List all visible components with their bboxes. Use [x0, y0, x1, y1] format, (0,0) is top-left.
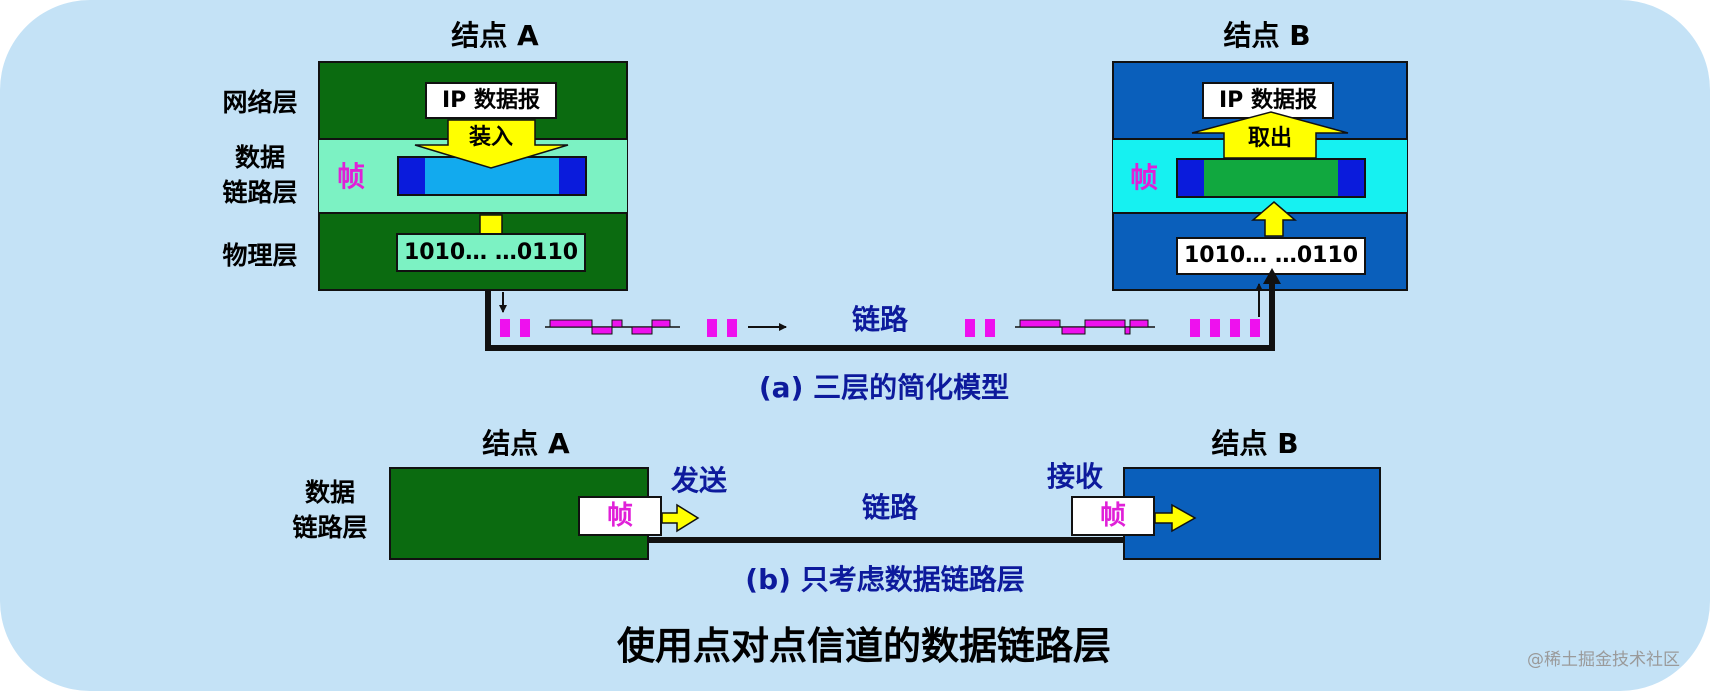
send-label: 发送	[671, 464, 728, 497]
node-a-bits: 1010… …0110	[396, 233, 586, 272]
waveform-left	[545, 319, 680, 335]
link-a-line	[485, 284, 1275, 351]
waveform-right	[1015, 319, 1155, 335]
node-a-ip-datagram: IP 数据报	[425, 82, 557, 119]
node-b-frame-b: 帧	[1071, 496, 1155, 536]
node-a-datalink-layer-label-1: 数据	[234, 143, 286, 172]
node-b-up-arrow	[1250, 201, 1298, 237]
take-out-label: 取出	[1247, 126, 1293, 151]
take-out-arrow	[1191, 111, 1349, 159]
receive-label: 接收	[1047, 460, 1104, 493]
node-a-title: 结点 A	[451, 19, 539, 52]
pulse	[707, 319, 717, 337]
pulse	[1230, 319, 1240, 337]
signal-pulses	[500, 319, 1260, 337]
node-a-network-layer-label: 网络层	[222, 88, 298, 117]
frame-trailer	[559, 158, 585, 194]
node-a-title-b: 结点 A	[482, 427, 570, 460]
pulse	[1190, 319, 1200, 337]
pulse	[727, 319, 737, 337]
node-a-physical-layer-label: 物理层	[222, 241, 298, 270]
link-b-label: 链路	[861, 491, 919, 524]
receive-arrow	[1154, 503, 1197, 533]
datalink-layer-label-b-2: 链路层	[292, 513, 368, 542]
node-b-title: 结点 B	[1223, 19, 1311, 52]
pulse	[965, 319, 975, 337]
caption-b: (b) 只考虑数据链路层	[745, 563, 1025, 596]
pulse	[1250, 319, 1260, 337]
datalink-layer-label-b-1: 数据	[304, 478, 356, 507]
load-in-arrow	[414, 119, 569, 169]
node-a-datalink-layer-label-2: 链路层	[222, 178, 298, 207]
footer-title: 使用点对点信道的数据链路层	[616, 624, 1112, 668]
frame-trailer	[1338, 160, 1364, 196]
link-a-end-arrowhead	[1263, 268, 1281, 284]
watermark: @稀土掘金技术社区	[1527, 650, 1680, 670]
frame-header	[1178, 160, 1204, 196]
pulse	[1210, 319, 1220, 337]
node-a-frame-label: 帧	[337, 160, 366, 193]
pulse	[520, 319, 530, 337]
link-a-label: 链路	[851, 303, 909, 336]
caption-a: (a) 三层的简化模型	[758, 371, 1010, 404]
send-arrow	[661, 503, 700, 533]
node-b-frame-label: 帧	[1130, 161, 1159, 194]
node-b-frame	[1176, 158, 1366, 198]
frame-header	[399, 158, 425, 194]
pulse	[985, 319, 995, 337]
node-b-title-b: 结点 B	[1211, 427, 1299, 460]
node-a-frame-b: 帧	[578, 496, 662, 536]
pulse	[500, 319, 510, 337]
load-in-label: 装入	[468, 125, 514, 150]
